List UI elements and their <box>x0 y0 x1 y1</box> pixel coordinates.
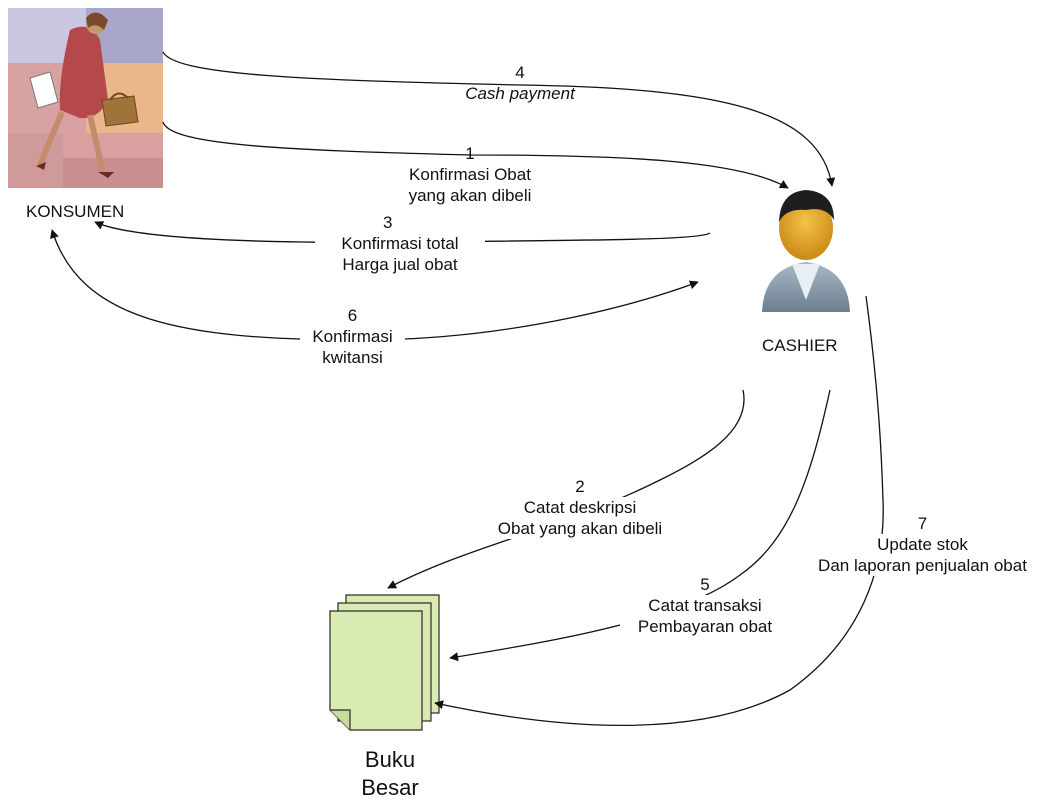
flow-arrow-1 <box>162 121 789 189</box>
flow-label-1: 1 Konfirmasi Obat yang akan dibeli <box>385 143 555 206</box>
flow-label-6: 6 Konfirmasi kwitansi <box>300 305 405 368</box>
buku-besar-label: Buku Besar <box>361 747 419 800</box>
flow-label-7: 7 Update stok Dan laporan penjualan obat <box>800 513 1045 576</box>
flow-label-4: 4 Cash payment <box>465 63 575 103</box>
shopper-woman-clipart <box>8 8 163 188</box>
cashier-person-icon <box>762 190 850 312</box>
flow-label-5: 5 Catat transaksi Pembayaran obat <box>620 574 790 637</box>
flow-arrow-5 <box>449 389 831 662</box>
flow-label-3: 3 Konfirmasi total Harga jual obat <box>315 212 485 275</box>
cashier-label: CASHIER <box>762 336 838 355</box>
flow-arrow-4 <box>162 51 836 187</box>
document-stack-icon <box>329 594 440 731</box>
konsumen-label: KONSUMEN <box>26 202 125 221</box>
flow-arrow-2 <box>387 389 745 589</box>
flow-label-2: 2 Catat deskripsi Obat yang akan dibeli <box>480 476 680 539</box>
flow-arrow-7 <box>434 295 884 727</box>
